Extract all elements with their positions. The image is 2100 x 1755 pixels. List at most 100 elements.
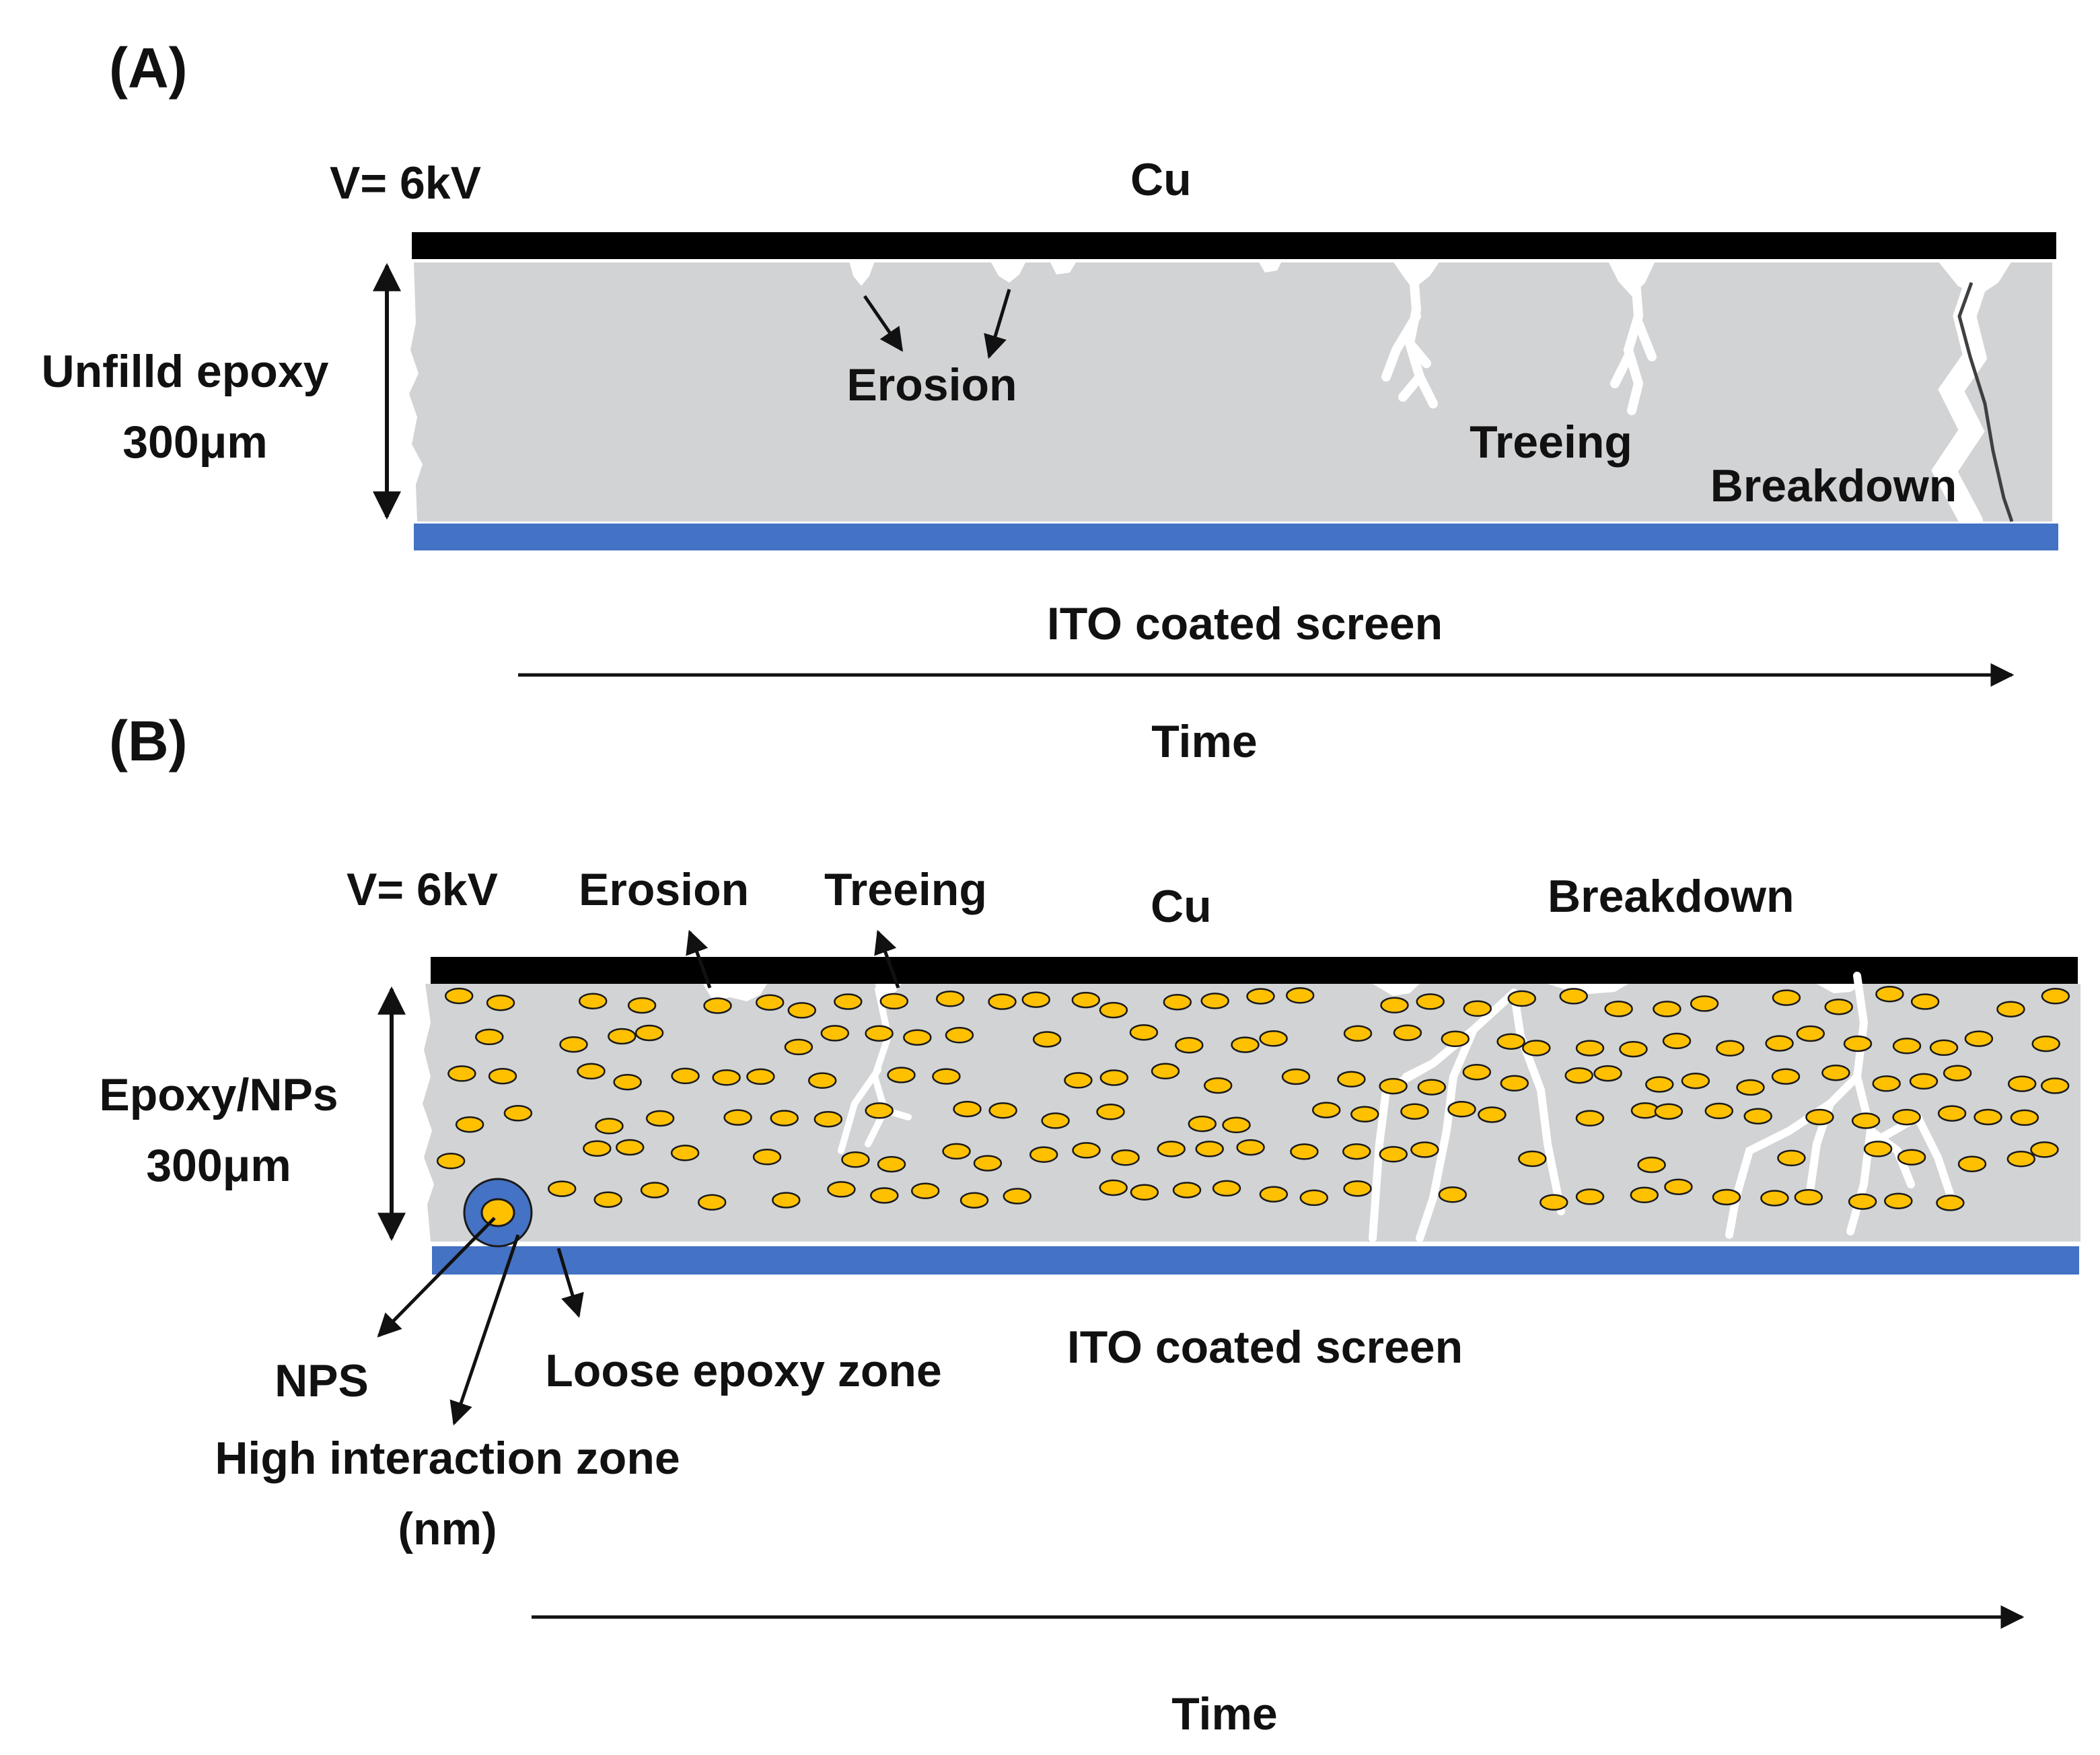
nanoparticle <box>877 1155 906 1173</box>
panel-a-time-label: Time <box>1151 716 1257 767</box>
nanoparticle <box>1821 1064 1850 1081</box>
nanoparticle <box>988 1102 1017 1119</box>
nanoparticle <box>503 1105 533 1122</box>
nanoparticle <box>887 1067 916 1083</box>
panel-b-treeing-label: Treeing <box>824 864 987 915</box>
nanoparticle <box>1564 1067 1593 1084</box>
nanoparticle <box>2010 1109 2039 1126</box>
nanoparticle <box>870 1187 899 1204</box>
nanoparticle <box>1290 1143 1319 1160</box>
nanoparticle <box>1111 1149 1140 1166</box>
nanoparticle <box>1071 991 1101 1009</box>
nanoparticle <box>1872 1075 1901 1092</box>
panel-a-thickness-label: 300μm <box>122 417 268 468</box>
nanoparticle <box>1645 1076 1674 1093</box>
nanoparticle <box>1416 993 1445 1010</box>
nanoparticle <box>595 1118 624 1135</box>
nanoparticle <box>865 1025 894 1042</box>
panel-a-breakdown-channel <box>1931 264 2014 533</box>
panel-b-cu-electrode <box>431 957 2078 984</box>
interaction-zone-arrow <box>449 1234 520 1426</box>
nanoparticle <box>1195 1141 1224 1157</box>
panel-a-treeing-2 <box>1610 268 1657 415</box>
nanoparticle <box>1996 1001 2025 1017</box>
nanoparticle <box>1236 1139 1265 1156</box>
nanoparticle <box>787 1002 817 1019</box>
nanoparticle <box>1892 1108 1921 1126</box>
nanoparticle <box>1929 1039 1959 1056</box>
panel-b-label: (B) <box>109 709 188 773</box>
panel-a-material-label: Unfilld epoxy <box>42 346 329 397</box>
nanoparticle <box>1743 1108 1772 1124</box>
panel-b-nanoparticles <box>436 985 2070 1211</box>
panel-b-time-label: Time <box>1171 1688 1277 1740</box>
nanoparticle <box>547 1180 577 1197</box>
nanoparticle <box>1760 1190 1789 1207</box>
nanoparticle <box>1771 1068 1801 1085</box>
nanoparticle <box>752 1149 782 1166</box>
nanoparticle <box>578 993 608 1009</box>
panel-a: (A) V= 6kV Cu <box>42 36 2058 767</box>
nanoparticle <box>559 1036 588 1053</box>
nanoparticle <box>1478 1106 1507 1123</box>
nanoparticle <box>1259 1030 1288 1047</box>
nanoparticle <box>608 1028 637 1045</box>
nanoparticle <box>1593 1065 1622 1082</box>
highlighted-nanoparticle <box>480 1198 515 1227</box>
nanoparticle <box>1884 1192 1913 1209</box>
nanoparticle <box>1343 1025 1373 1042</box>
nanoparticle <box>1736 1079 1765 1096</box>
nanoparticle <box>1964 1030 1994 1047</box>
nanoparticle <box>820 1025 850 1042</box>
nanoparticle <box>455 1116 484 1133</box>
nanoparticle <box>1630 1186 1659 1204</box>
nanoparticle <box>2030 1141 2059 1158</box>
nanoparticle <box>697 1194 727 1211</box>
nanoparticle <box>1099 1001 1128 1019</box>
nanoparticle <box>1897 1149 1926 1166</box>
nanoparticle <box>1943 1065 1972 1081</box>
high-interaction-zone-label: High interaction zone <box>215 1433 680 1484</box>
nanoparticle <box>1522 1040 1551 1056</box>
nanoparticle <box>1021 991 1050 1008</box>
nanoparticle <box>486 994 515 1011</box>
nanoparticle <box>1681 1072 1710 1089</box>
nanoparticle <box>1910 993 1940 1010</box>
nanoparticle <box>1957 1155 1987 1172</box>
nanoparticle <box>1843 1035 1873 1052</box>
nanoparticle <box>627 997 657 1014</box>
nanoparticle <box>1507 990 1537 1007</box>
nanoparticle <box>1637 1156 1666 1174</box>
nanoparticle <box>1064 1072 1093 1089</box>
panel-b-breakdown-label: Breakdown <box>1548 871 1795 922</box>
nanoparticle <box>712 1069 741 1086</box>
nanoparticle <box>1974 1108 2002 1126</box>
nps-label: NPS <box>275 1355 369 1406</box>
nanoparticle <box>1350 1106 1379 1123</box>
panel-a-cu-label: Cu <box>1130 154 1192 205</box>
nanoparticle <box>488 1067 517 1085</box>
nanoparticle <box>1575 1110 1605 1127</box>
nanoparticle <box>1604 1001 1633 1017</box>
nanoparticle <box>1662 1032 1692 1050</box>
panel-b: (B) V= 6kV Erosion Treeing Cu Breakdown <box>99 709 2080 1740</box>
nanoparticle <box>935 991 965 1007</box>
nanoparticle <box>1462 1063 1492 1081</box>
nanoparticle <box>2006 1151 2036 1168</box>
nanoparticle <box>1447 1101 1476 1118</box>
nanoparticle <box>2040 1077 2070 1094</box>
nanoparticle <box>1099 1069 1129 1086</box>
nanoparticle <box>746 1068 775 1085</box>
nanoparticle <box>1438 1186 1468 1203</box>
nanoparticle <box>1712 1188 1741 1206</box>
nanoparticle <box>1343 1180 1372 1197</box>
nanoparticle <box>583 1140 612 1157</box>
nanoparticle <box>1231 1036 1260 1053</box>
panel-b-erosion-arrow <box>686 929 712 989</box>
nanoparticle <box>2041 988 2070 1005</box>
nanoparticle <box>2007 1075 2037 1092</box>
nanoparticle <box>932 1068 961 1085</box>
nanoparticle <box>755 994 785 1011</box>
nanoparticle <box>807 1072 837 1089</box>
nanoparticle <box>1212 1180 1241 1197</box>
